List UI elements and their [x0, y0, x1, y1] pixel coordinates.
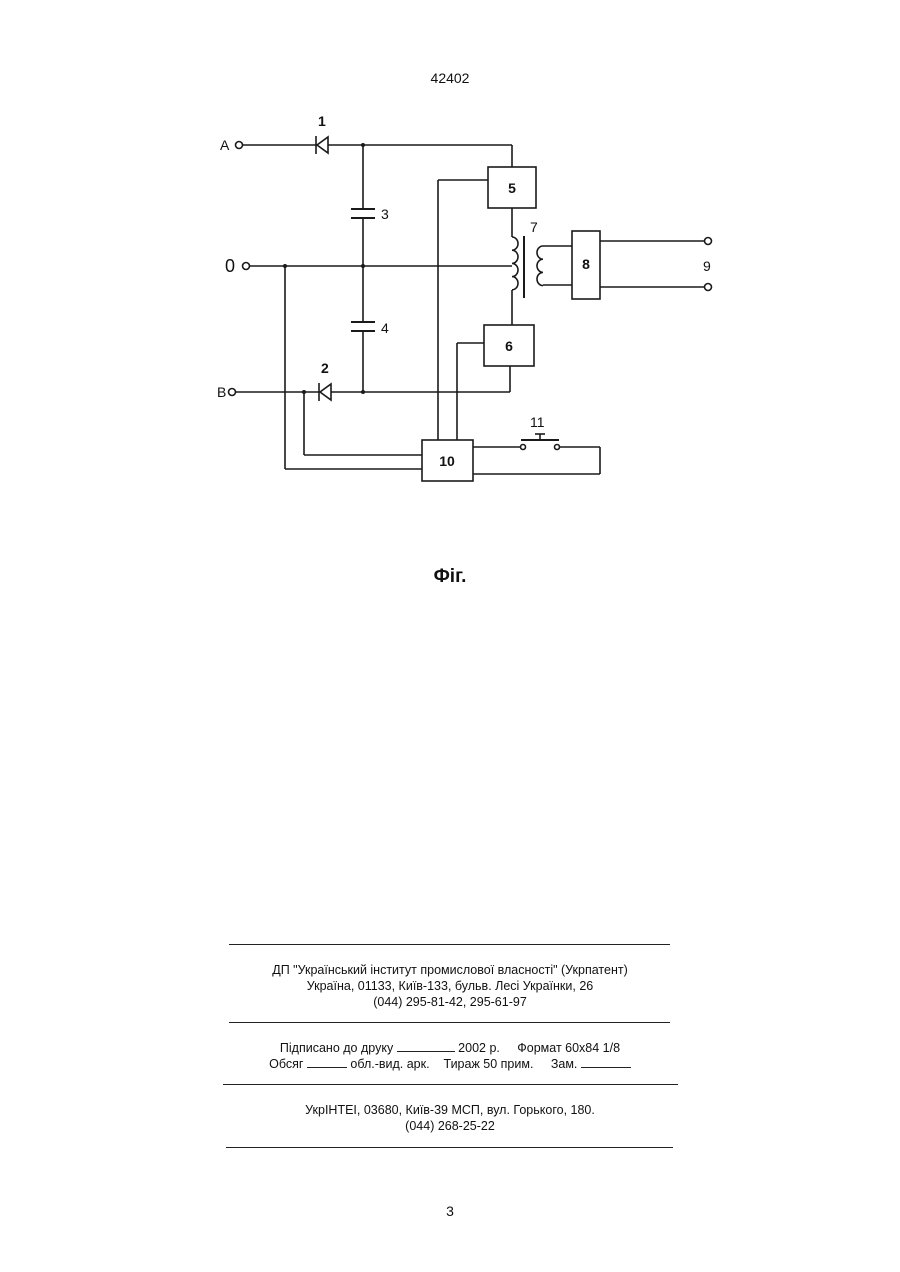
- capacitor-4-label: 4: [381, 320, 389, 336]
- signed-label: Підписано до друку: [280, 1041, 393, 1055]
- diode-1-symbol: [316, 136, 328, 154]
- diode-2-label: 2: [321, 360, 329, 376]
- diode-1-label: 1: [318, 113, 326, 129]
- signed-date-blank: [397, 1040, 455, 1052]
- wires: [236, 145, 704, 474]
- volume-unit: обл.-вид. арк.: [350, 1057, 429, 1071]
- format-text: Формат 60х84 1/8: [517, 1041, 620, 1055]
- printer-line-2: (044) 268-25-22: [0, 1118, 900, 1134]
- imprint-divider: [229, 1022, 670, 1023]
- imprint-printer: УкрІНТЕІ, 03680, Київ-39 МСП, вул. Горьк…: [0, 1102, 900, 1134]
- publisher-line-3: (044) 295-81-42, 295-61-97: [0, 994, 900, 1010]
- output-9-label: 9: [703, 258, 711, 274]
- signed-year: 2002 р.: [458, 1041, 500, 1055]
- blocks: [422, 167, 600, 481]
- block-10-label: 10: [439, 453, 455, 469]
- capacitor-3-label: 3: [381, 206, 389, 222]
- printer-line-1: УкрІНТЕІ, 03680, Київ-39 МСП, вул. Горьк…: [0, 1102, 900, 1118]
- transformer-7-symbol: [512, 236, 572, 298]
- order-blank: [581, 1056, 631, 1068]
- order-label: Зам.: [551, 1057, 578, 1071]
- publisher-line-1: ДП "Український інститут промислової вла…: [0, 962, 900, 978]
- block-6-label: 6: [505, 338, 513, 354]
- junction-dots: [283, 143, 365, 394]
- transformer-7-label: 7: [530, 219, 538, 235]
- imprint-divider: [226, 1147, 673, 1148]
- imprint-divider: [229, 944, 670, 945]
- circuit-diagram: А 0 В 9 1 2 3 4 5 6 7 8 10 11: [0, 0, 900, 520]
- block-8-label: 8: [582, 256, 590, 272]
- terminal-a-label: А: [220, 137, 230, 153]
- imprint-print-details: Підписано до друку 2002 р. Формат 60х84 …: [0, 1040, 900, 1072]
- figure-caption: Фіг.: [0, 566, 900, 588]
- page-number: 3: [0, 1203, 900, 1219]
- publisher-line-2: Україна, 01133, Київ-133, бульв. Лесі Ук…: [0, 978, 900, 994]
- volume-blank: [307, 1056, 347, 1068]
- imprint-divider: [223, 1084, 678, 1085]
- volume-label: Обсяг: [269, 1057, 303, 1071]
- terminal-zero-label: 0: [225, 256, 235, 276]
- circulation-text: Тираж 50 прим.: [443, 1057, 533, 1071]
- block-5-label: 5: [508, 180, 516, 196]
- diode-2-symbol: [319, 383, 331, 401]
- switch-11-symbol: [521, 434, 560, 450]
- imprint-publisher: ДП "Український інститут промислової вла…: [0, 962, 900, 1010]
- switch-11-label: 11: [530, 414, 545, 430]
- terminal-b-label: В: [217, 384, 226, 400]
